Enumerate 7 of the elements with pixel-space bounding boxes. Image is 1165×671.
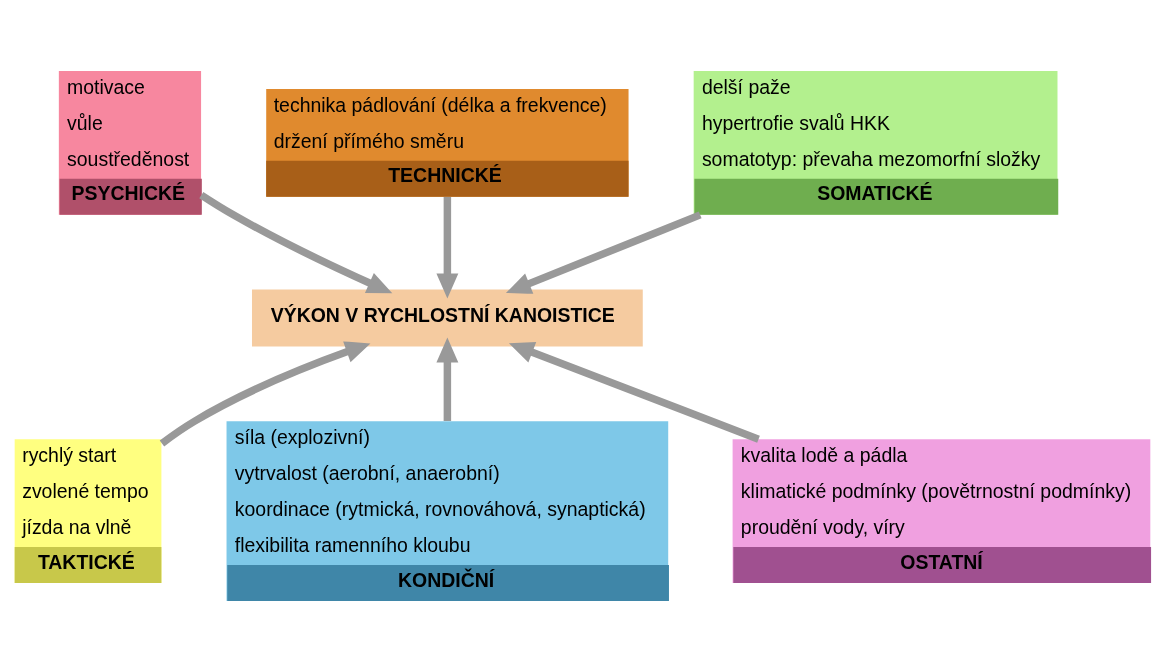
arrow bbox=[508, 341, 760, 443]
arrow bbox=[199, 191, 393, 293]
arrow bbox=[436, 196, 459, 299]
node-box: VÝKON V RYCHLOSTNÍ KANOISTICE bbox=[252, 289, 643, 346]
arrow bbox=[159, 340, 371, 446]
arrow bbox=[436, 336, 459, 421]
arrow bbox=[505, 210, 702, 294]
